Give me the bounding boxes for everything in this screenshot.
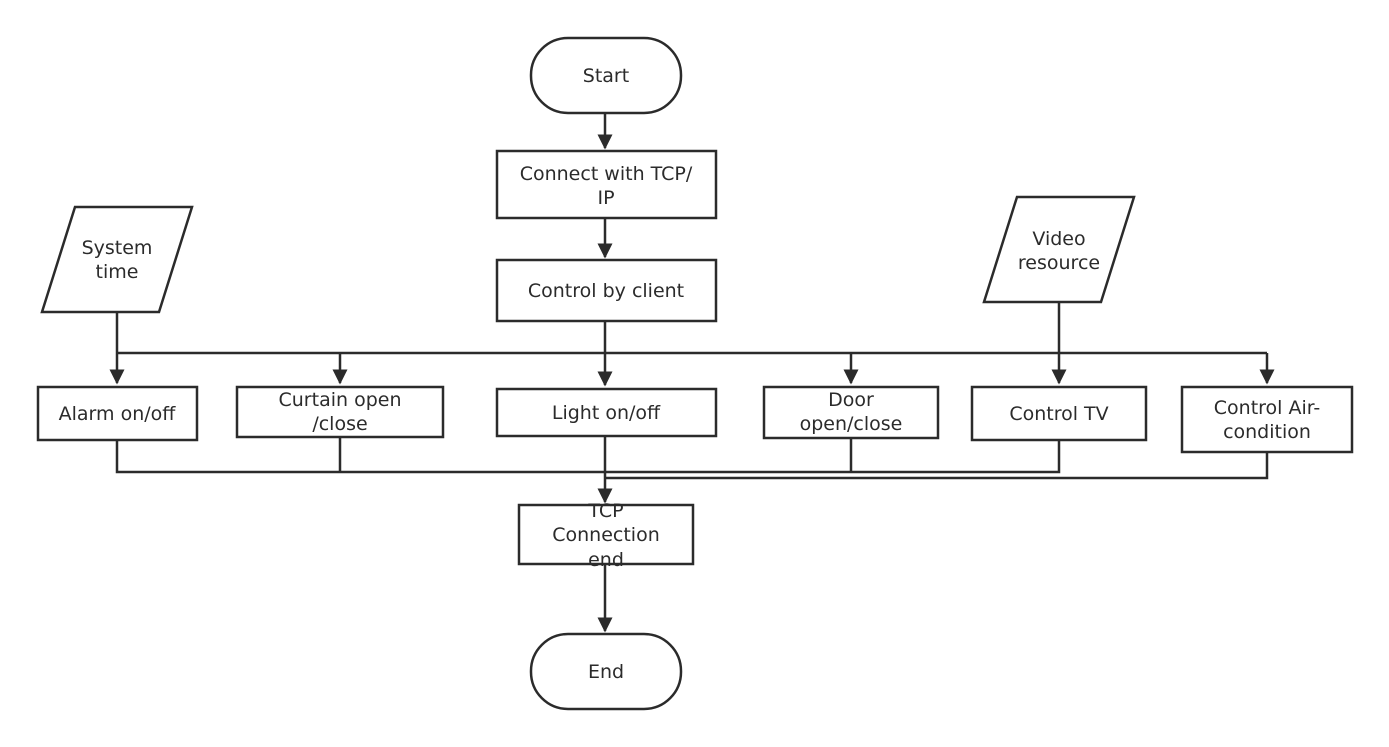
end-terminator xyxy=(529,632,683,711)
light-label: Light on/off xyxy=(552,402,661,424)
air-condition-label-line2: condition xyxy=(1223,421,1311,443)
start-label: Start xyxy=(583,65,629,87)
door-label-line1: Door xyxy=(828,389,874,411)
door-box xyxy=(762,385,940,440)
tcp-end-label-line3: end xyxy=(588,549,624,571)
tv-box xyxy=(970,385,1148,442)
connect-label-line2: IP xyxy=(597,187,614,209)
tcp-end-label-line1: TCP xyxy=(587,500,623,522)
video-resource-label-line2: resource xyxy=(1018,252,1100,274)
curtain-label-line1: Curtain open xyxy=(279,389,402,411)
alarm-box xyxy=(36,385,199,442)
collect-alarm-tv xyxy=(115,440,1061,474)
light-box xyxy=(495,387,718,438)
tv-label: Control TV xyxy=(1009,403,1108,425)
alarm-label: Alarm on/off xyxy=(59,403,177,425)
connect-tcp-box xyxy=(495,149,718,220)
door-label-line2: open/close xyxy=(800,413,903,435)
collect-air xyxy=(605,452,1269,480)
end-label: End xyxy=(588,661,624,683)
system-time-label-line1: System xyxy=(82,237,153,259)
curtain-label-line2: /close xyxy=(312,413,367,435)
air-condition-box xyxy=(1180,385,1354,454)
control-by-client-box xyxy=(495,258,718,323)
curtain-box xyxy=(235,385,445,439)
system-time-input xyxy=(40,205,194,314)
air-condition-label-line1: Control Air- xyxy=(1214,397,1320,419)
tcp-end-box xyxy=(517,503,695,566)
system-time-label-line2: time xyxy=(96,261,139,283)
video-resource-input xyxy=(982,195,1136,304)
video-resource-label-line1: Video xyxy=(1032,228,1085,250)
tcp-end-label-line2: Connection xyxy=(552,524,660,546)
start-terminator xyxy=(529,36,683,115)
control-by-client-label: Control by client xyxy=(528,280,684,302)
connect-label-line1: Connect with TCP/ xyxy=(520,163,693,185)
